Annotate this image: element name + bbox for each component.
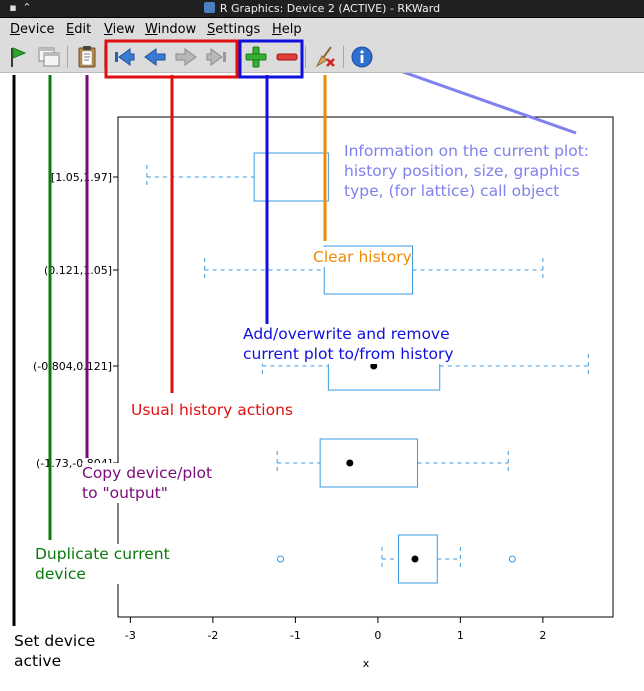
menu-window[interactable]: Window	[145, 22, 197, 37]
annotation-info: Information on the current plot: history…	[344, 141, 594, 201]
toolbar-separator	[67, 46, 68, 68]
app-icon	[203, 2, 215, 13]
copy-to-output-button[interactable]	[74, 44, 100, 70]
menu-edit[interactable]: Edit	[66, 22, 92, 37]
box-rect	[253, 152, 329, 202]
info-callout-line	[401, 73, 577, 135]
x-tick-label: 2	[539, 629, 546, 642]
toolbar-separator	[104, 46, 105, 68]
previous-plot-button[interactable]	[142, 44, 168, 70]
toolbar-separator	[343, 46, 344, 68]
info-icon	[351, 46, 373, 68]
annotation-duplicate: Duplicate current device	[35, 544, 170, 584]
next-arrow-icon	[175, 48, 197, 66]
window-menu-icon[interactable]: ▪	[9, 1, 17, 14]
first-arrow-icon	[115, 48, 135, 66]
menu-help[interactable]: Help	[272, 22, 302, 37]
x-tick-label: -3	[125, 629, 136, 642]
menu-settings[interactable]: Settings	[207, 22, 261, 37]
annotation-add-remove: Add/overwrite and remove current plot to…	[243, 324, 454, 364]
x-tick-label: 0	[374, 629, 381, 642]
y-tick-label: (-0.804,0.121]	[33, 360, 112, 373]
broom-icon	[315, 46, 335, 68]
window-title-text: R Graphics: Device 2 (ACTIVE) - RKWard	[219, 2, 441, 15]
median-dot	[370, 362, 378, 370]
clipboard-icon	[78, 46, 96, 68]
y-tick-label: [1.05,1.97]	[51, 171, 112, 184]
clear-history-button[interactable]	[312, 44, 338, 70]
plot-info-button[interactable]	[349, 44, 375, 70]
median-dot	[346, 459, 354, 467]
outlier-point	[508, 555, 516, 563]
first-plot-button[interactable]	[111, 44, 137, 70]
menu-view[interactable]: View	[104, 22, 135, 37]
x-axis-title: x	[363, 657, 370, 670]
x-tick-label: -1	[290, 629, 301, 642]
remove-from-history-button[interactable]	[274, 44, 300, 70]
box-0	[146, 152, 329, 202]
plot-frame	[117, 116, 614, 618]
box-3	[276, 438, 509, 488]
box-rect	[319, 438, 418, 488]
y-tick-label: (0.121,1.05]	[44, 264, 112, 277]
set-active-button[interactable]	[4, 44, 30, 70]
box-4	[277, 534, 516, 584]
menu-device[interactable]: Device	[10, 22, 55, 37]
menu-bar: Device Edit View Window Settings Help	[0, 18, 644, 40]
annotation-history: Usual history actions	[131, 400, 294, 420]
annotation-copy: Copy device/plot to "output"	[82, 463, 213, 503]
median-dot	[411, 555, 419, 563]
last-plot-button[interactable]	[204, 44, 230, 70]
last-arrow-icon	[206, 48, 226, 66]
outlier-point	[277, 555, 285, 563]
toolbar	[0, 40, 644, 73]
green-flag-icon	[11, 47, 27, 67]
x-tick-label: 1	[457, 629, 464, 642]
shade-icon[interactable]: ⌃	[22, 1, 32, 14]
minus-icon	[276, 53, 298, 61]
toolbar-separator	[237, 46, 238, 68]
window-title: R Graphics: Device 2 (ACTIVE) - RKWard	[0, 2, 644, 15]
toolbar-separator	[305, 46, 306, 68]
duplicate-device-button[interactable]	[36, 44, 62, 70]
x-tick-label: -2	[207, 629, 218, 642]
annotation-clear: Clear history	[313, 247, 412, 267]
add-to-history-button[interactable]	[243, 44, 269, 70]
duplicate-window-icon	[38, 47, 60, 67]
title-bar: ▪ ⌃ R Graphics: Device 2 (ACTIVE) - RKWa…	[0, 0, 644, 18]
plus-icon	[245, 46, 267, 68]
previous-arrow-icon	[144, 48, 166, 66]
callout-lines	[12, 73, 577, 626]
next-plot-button[interactable]	[173, 44, 199, 70]
annotation-set-active: Set device active	[14, 631, 96, 671]
